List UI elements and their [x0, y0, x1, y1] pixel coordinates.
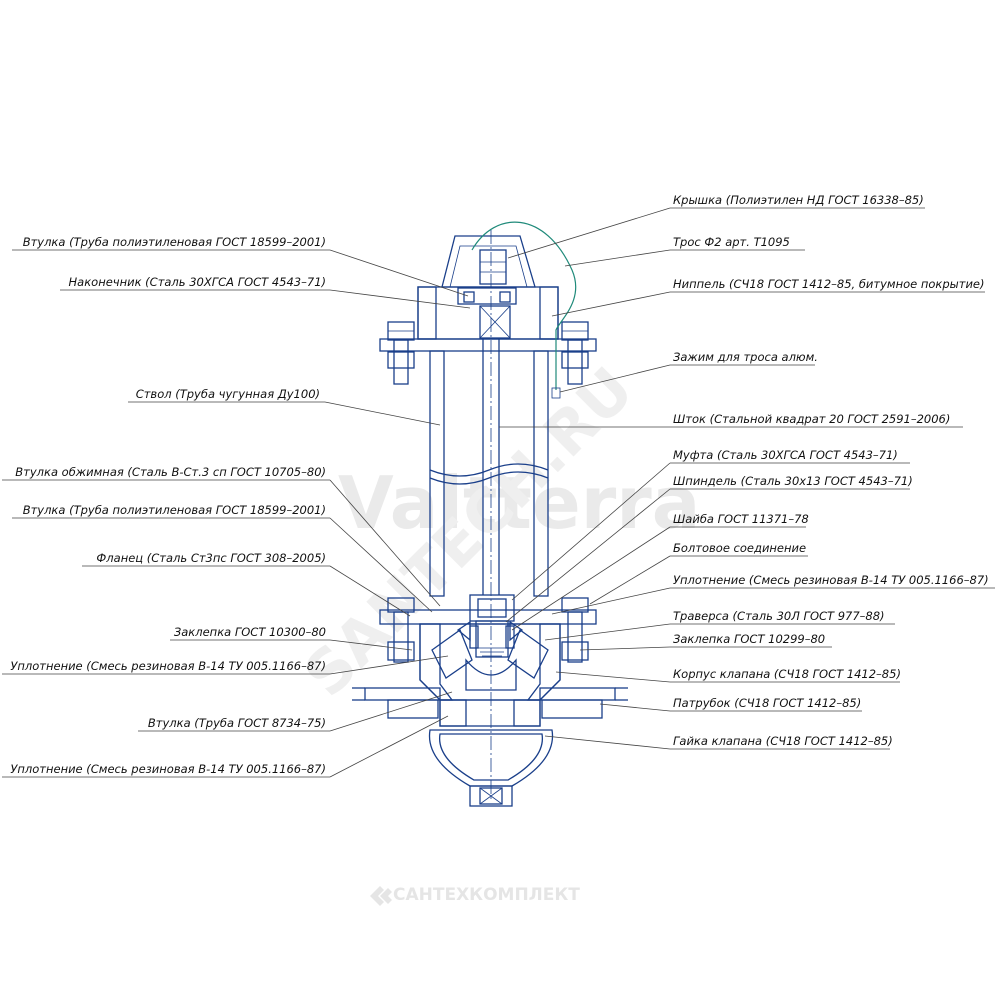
label-left-2: Наконечник (Сталь 30ХГСА ГОСТ 4543–71): [69, 275, 326, 289]
footer-logo-icon: [370, 886, 392, 906]
label-right-11: Траверса (Сталь 30Л ГОСТ 977–88): [673, 609, 885, 623]
outlet-pipe-part: [352, 687, 628, 727]
label-left-9: Втулка (Труба ГОСТ 8734–75): [148, 716, 326, 730]
footer-watermark: САНТЕХКОМПЛЕКТ: [393, 885, 580, 905]
label-right-15: Гайка клапана (СЧ18 ГОСТ 1412–85): [673, 734, 893, 748]
label-right-13: Корпус клапана (СЧ18 ГОСТ 1412–85): [673, 667, 901, 681]
brand-watermark: Valtterra: [338, 461, 700, 545]
cable-part: [471, 221, 577, 390]
label-right-12: Заклепка ГОСТ 10299–80: [673, 632, 825, 646]
label-right-1: Крышка (Полиэтилен НД ГОСТ 16338–85): [673, 193, 924, 207]
top-left-bolt-part: [387, 321, 415, 385]
top-right-bolt-part: [561, 321, 589, 385]
valve-body-part: [419, 623, 561, 701]
label-left-3: Ствол (Труба чугунная Ду100): [136, 387, 320, 401]
label-right-5: Шток (Стальной квадрат 20 ГОСТ 2591–2006…: [673, 412, 950, 426]
label-right-8: Шайба ГОСТ 11371–78: [673, 512, 809, 526]
label-left-4: Втулка обжимная (Сталь В-Ст.3 сп ГОСТ 10…: [15, 465, 326, 479]
head-housing-part: [417, 286, 559, 340]
label-left-8: Уплотнение (Смесь резиновая В-14 ТУ 005.…: [10, 659, 326, 673]
valve-nut-part: [428, 729, 554, 807]
label-right-6: Муфта (Сталь 30ХГСА ГОСТ 4543–71): [673, 448, 898, 462]
barrel-part: [429, 350, 549, 597]
label-right-4: Зажим для троса алюм.: [673, 350, 818, 364]
label-left-5: Втулка (Труба полиэтиленовая ГОСТ 18599–…: [23, 503, 326, 517]
right-labels: Крышка (Полиэтилен НД ГОСТ 16338–85) Тро…: [499, 193, 995, 750]
top-flange-part: [379, 338, 597, 352]
label-right-3: Ниппель (СЧ18 ГОСТ 1412–85, битумное пок…: [673, 277, 984, 291]
watermark-group: Valtterra SANTECH.RU САНТЕХКОМПЛЕКТ: [291, 354, 700, 906]
cap-nut-part: [479, 249, 507, 285]
label-left-10: Уплотнение (Смесь резиновая В-14 ТУ 005.…: [10, 762, 326, 776]
lower-right-bolt-part: [561, 597, 589, 663]
label-right-7: Шпиндель (Сталь 30х13 ГОСТ 4543–71): [673, 474, 913, 488]
label-left-1: Втулка (Труба полиэтиленовая ГОСТ 18599–…: [23, 235, 326, 249]
spindle-part: [475, 620, 509, 658]
label-right-14: Патрубок (СЧ18 ГОСТ 1412–85): [673, 696, 861, 710]
left-labels: Втулка (Труба полиэтиленовая ГОСТ 18599–…: [2, 235, 471, 778]
label-left-7: Заклепка ГОСТ 10300–80: [174, 625, 326, 639]
label-right-2: Трос Ф2 арт. Т1095: [673, 235, 790, 249]
stem-part: [482, 230, 500, 800]
label-right-9: Болтовое соединение: [673, 541, 806, 555]
label-right-10: Уплотнение (Смесь резиновая В-14 ТУ 005.…: [673, 573, 989, 587]
label-left-6: Фланец (Сталь Ст3пс ГОСТ 308–2005): [96, 551, 326, 565]
hydrant-assembly: [352, 221, 628, 807]
lower-left-bolt-part: [387, 597, 415, 663]
